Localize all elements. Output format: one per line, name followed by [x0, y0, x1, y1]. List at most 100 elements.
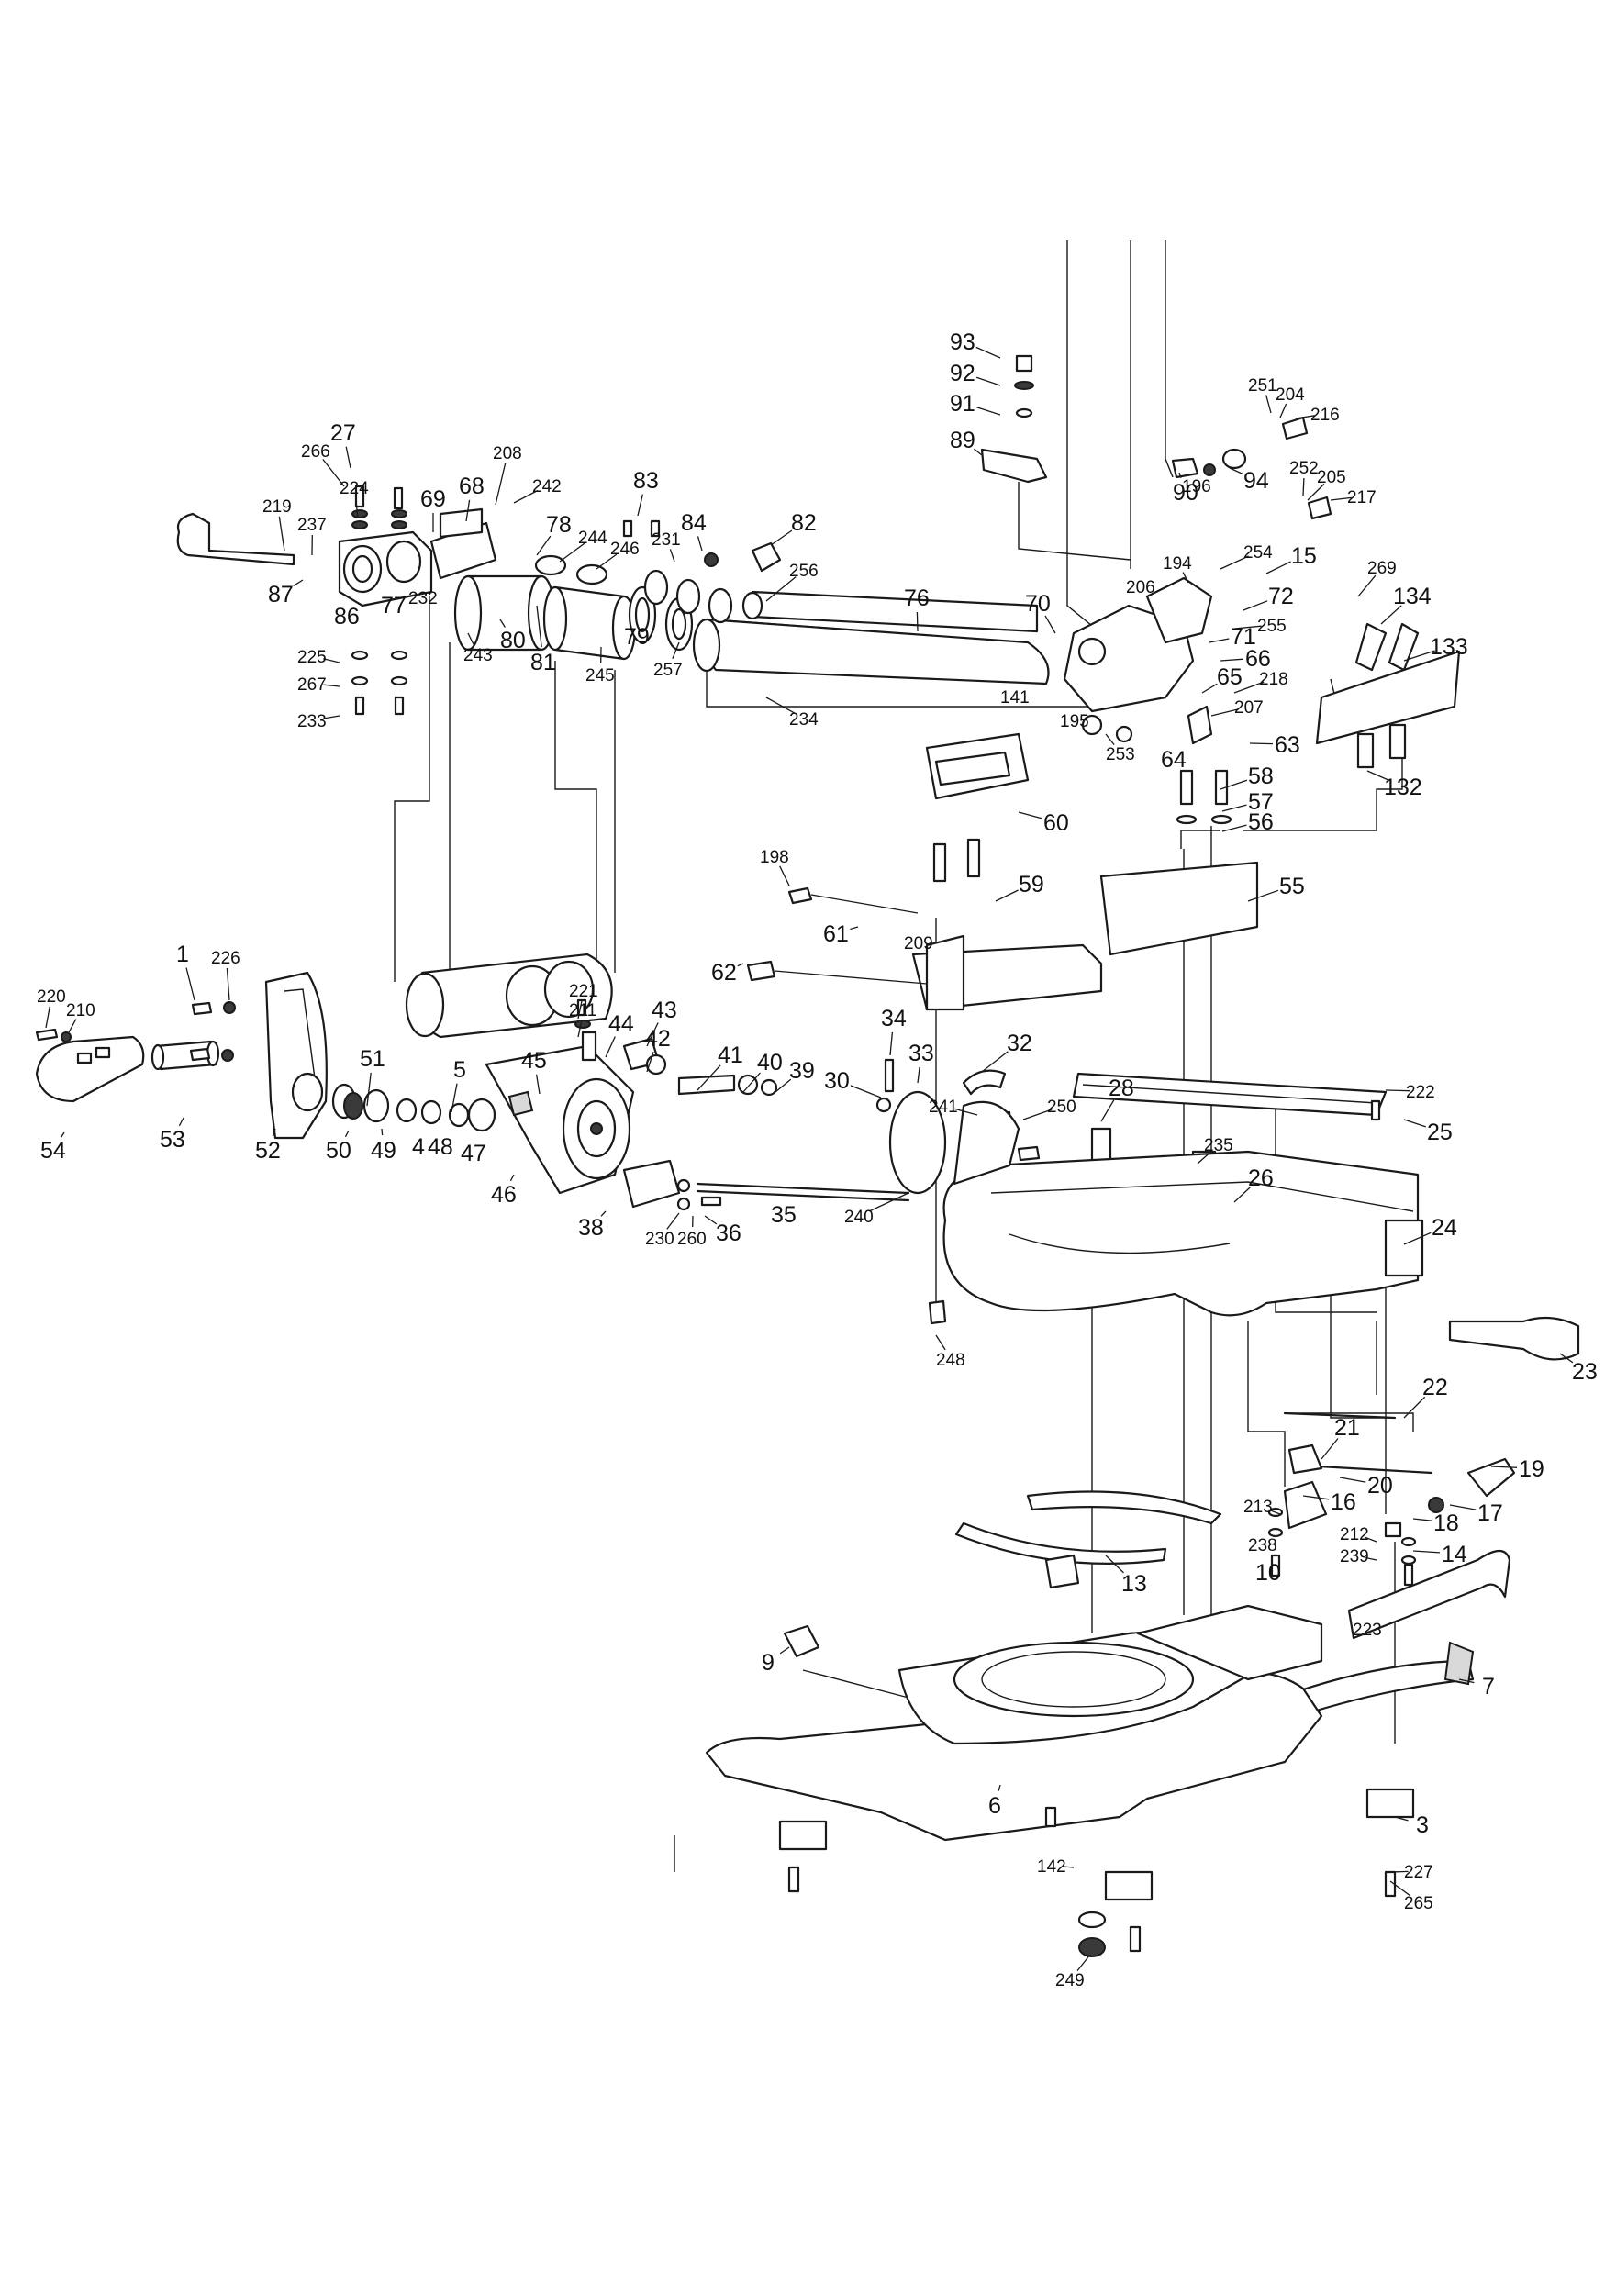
leader-line-269 — [1357, 574, 1377, 597]
callout-23: 23 — [1572, 1359, 1598, 1385]
callout-22: 22 — [1422, 1375, 1448, 1400]
leader-line-72 — [1243, 600, 1268, 611]
callout-217: 217 — [1347, 488, 1377, 507]
leader-line-70 — [1044, 615, 1056, 634]
leader-line-40 — [742, 1072, 761, 1093]
leader-line-244 — [559, 542, 585, 563]
leader-line-242 — [513, 489, 539, 504]
leader-line-62 — [737, 963, 744, 967]
callout-72: 72 — [1268, 584, 1294, 609]
callout-48: 48 — [428, 1134, 453, 1160]
callout-267: 267 — [297, 675, 327, 695]
callout-63: 63 — [1275, 732, 1300, 758]
fence-assembly — [746, 622, 1461, 1011]
head-bracket — [980, 354, 1332, 745]
leader-line-22 — [1403, 1396, 1426, 1419]
leader-line-226 — [226, 967, 230, 1001]
callout-222: 222 — [1406, 1083, 1435, 1102]
leader-line-92 — [975, 376, 1001, 386]
leader-line-256 — [765, 576, 797, 602]
leader-line-71 — [1209, 638, 1230, 643]
callout-93: 93 — [950, 329, 975, 355]
callout-248: 248 — [936, 1351, 965, 1370]
leader-line-36 — [704, 1215, 718, 1225]
callout-212: 212 — [1340, 1525, 1369, 1544]
leader-line-63 — [1249, 742, 1274, 745]
callout-6: 6 — [988, 1793, 1001, 1819]
callout-10: 10 — [1255, 1560, 1281, 1586]
callout-49: 49 — [371, 1138, 396, 1164]
callout-269: 269 — [1367, 559, 1397, 578]
callout-51: 51 — [360, 1046, 385, 1072]
callout-86: 86 — [334, 604, 360, 630]
leader-line-61 — [850, 926, 859, 931]
callout-142: 142 — [1037, 1857, 1066, 1877]
leader-line-219 — [278, 516, 285, 552]
leader-line-54 — [60, 1131, 65, 1138]
callout-211: 211 — [569, 1001, 596, 1020]
callout-250: 250 — [1047, 1098, 1076, 1117]
callout-9: 9 — [762, 1650, 775, 1676]
leader-line-15 — [1265, 561, 1291, 574]
callout-59: 59 — [1019, 872, 1044, 897]
callout-78: 78 — [546, 512, 572, 538]
callout-226: 226 — [211, 949, 240, 968]
callout-38: 38 — [578, 1215, 604, 1241]
leader-line-240 — [869, 1192, 909, 1212]
leader-line-257 — [672, 641, 680, 660]
callout-89: 89 — [950, 428, 975, 453]
callout-50: 50 — [326, 1138, 351, 1164]
leader-line-266 — [322, 459, 345, 487]
callout-241: 241 — [929, 1098, 958, 1117]
leader-line-267 — [323, 684, 340, 687]
callout-84: 84 — [681, 510, 707, 536]
leader-line-78 — [536, 535, 552, 556]
leader-line-207 — [1210, 708, 1239, 717]
leader-line-5 — [451, 1083, 458, 1113]
leader-line-255 — [1233, 625, 1262, 630]
leader-line-246 — [596, 553, 618, 570]
leader-line-68 — [465, 499, 471, 522]
callout-1: 1 — [176, 942, 189, 967]
callout-244: 244 — [578, 529, 607, 548]
callout-45: 45 — [521, 1048, 547, 1074]
leader-line-51 — [366, 1072, 372, 1107]
callout-18: 18 — [1433, 1510, 1459, 1536]
leader-line-60 — [1018, 811, 1042, 819]
leader-line-65 — [1201, 683, 1218, 694]
callout-132: 132 — [1384, 775, 1422, 800]
callout-220: 220 — [37, 987, 66, 1007]
leader-line-87 — [293, 579, 304, 587]
callout-33: 33 — [908, 1041, 934, 1066]
leader-line-28 — [1100, 1099, 1115, 1122]
callout-234: 234 — [789, 710, 819, 730]
callout-76: 76 — [904, 585, 930, 611]
leader-line-49 — [381, 1128, 384, 1136]
callout-253: 253 — [1106, 745, 1135, 764]
leader-line-33 — [917, 1066, 920, 1084]
leader-line-14 — [1412, 1550, 1441, 1554]
callout-27: 27 — [330, 420, 356, 446]
leader-line-249 — [1076, 1954, 1091, 1972]
leader-line-19 — [1490, 1466, 1518, 1468]
callout-42: 42 — [645, 1026, 671, 1052]
callout-256: 256 — [789, 562, 819, 581]
leader-line-1 — [185, 967, 195, 1001]
callout-7: 7 — [1482, 1674, 1495, 1700]
callout-265: 265 — [1404, 1894, 1433, 1913]
leader-line-82 — [770, 529, 793, 546]
leader-line-91 — [976, 407, 1001, 416]
turntable-assembly — [705, 1058, 1580, 1957]
callout-66: 66 — [1245, 646, 1271, 672]
callout-90: 90 — [1173, 480, 1198, 506]
leader-line-44 — [605, 1036, 616, 1058]
callout-26: 26 — [1248, 1165, 1274, 1191]
leader-line-66 — [1220, 658, 1244, 662]
callout-61: 61 — [823, 921, 849, 947]
leader-line-46 — [509, 1174, 515, 1182]
callout-81: 81 — [530, 650, 556, 675]
callout-17: 17 — [1477, 1500, 1503, 1526]
leader-line-39 — [775, 1078, 792, 1093]
callout-53: 53 — [160, 1127, 185, 1153]
leader-line-250 — [1022, 1109, 1053, 1120]
